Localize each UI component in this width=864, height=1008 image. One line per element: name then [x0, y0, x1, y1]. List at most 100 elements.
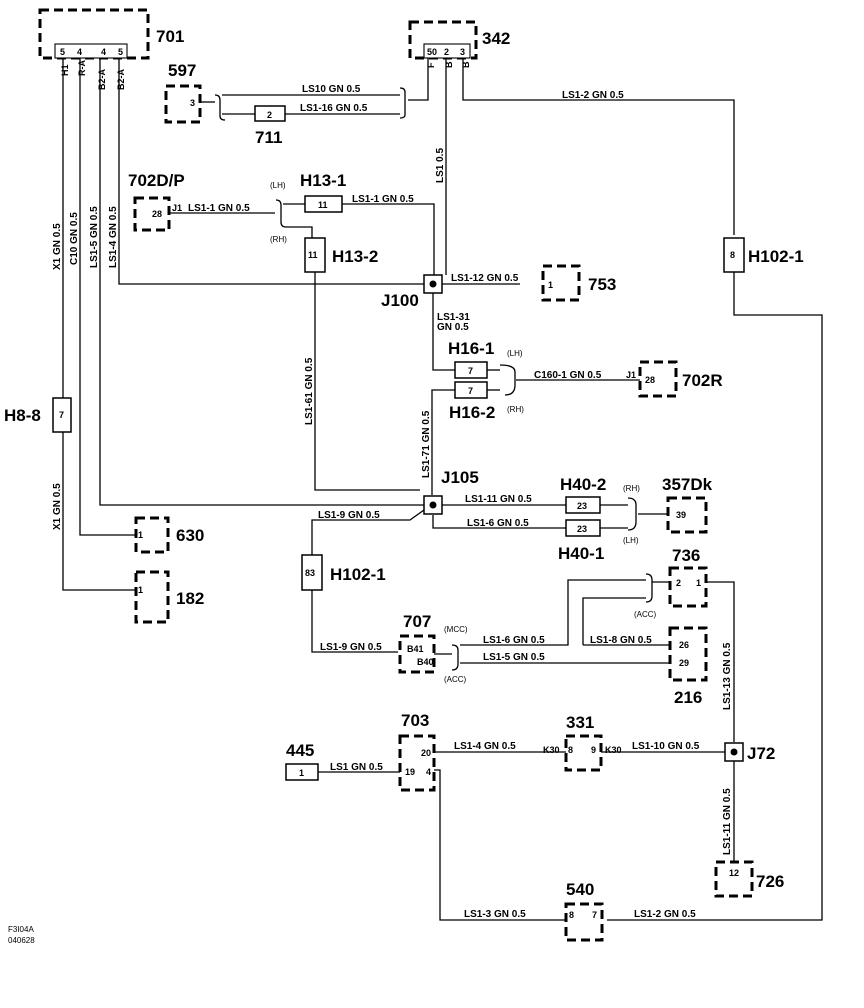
connector-h16-2-body — [454, 381, 488, 399]
connector-702dp-body — [133, 196, 171, 232]
pin-label: 1 — [299, 768, 304, 778]
pin-label: 4 — [426, 767, 431, 777]
wire-label: LS1-6 GN 0.5 — [467, 518, 529, 529]
wire-label: LS1-16 GN 0.5 — [300, 103, 368, 114]
wire-label: LS1-5 GN 0.5 — [483, 652, 545, 663]
terminal-label: B — [444, 61, 454, 68]
wire-ls1-1-right — [342, 203, 435, 275]
connector-label: 701 — [156, 27, 184, 46]
connector-label: H102-1 — [748, 247, 804, 266]
connector-label: 216 — [674, 688, 702, 707]
bracket-736 — [645, 573, 653, 603]
connector-597-body — [164, 84, 202, 124]
side-note: (LH) — [623, 536, 639, 545]
wire-label: LS1 GN 0.5 — [330, 762, 383, 773]
connector-label: 630 — [176, 526, 204, 545]
connector-703: 20 19 4 703 — [398, 711, 436, 792]
terminal-label: J1 — [626, 370, 636, 380]
wire-ls1-2-right — [607, 272, 823, 921]
connector-216: 26 29 216 — [668, 626, 708, 707]
wire-label: LS1-9 GN 0.5 — [320, 642, 382, 653]
bracket-342 — [399, 87, 406, 119]
bracket-h13 — [275, 199, 287, 228]
wire-label: LS1-10 GN 0.5 — [632, 741, 700, 752]
wire-ls1-5 — [99, 44, 424, 506]
connector-label: 703 — [401, 711, 429, 730]
connector-707: B41 B40 707 — [398, 612, 436, 674]
wire-label: LS1-12 GN 0.5 — [451, 273, 519, 284]
wire-label: LS1-61 GN 0.5 — [304, 357, 315, 425]
pin-label: 29 — [679, 658, 689, 668]
connector-702r: 28 J1 702R — [626, 360, 723, 398]
wire-label: LS1-31 — [437, 312, 470, 323]
side-note: (RH) — [623, 484, 640, 493]
connector-label: J100 — [381, 291, 419, 310]
wire-label: X1 GN 0.5 — [52, 223, 63, 270]
wire-label: LS1-2 GN 0.5 — [634, 909, 696, 920]
connector-h102-1-top-body — [723, 237, 745, 273]
wire-ls1-2-top — [462, 58, 735, 235]
wire-label: C160-1 GN 0.5 — [534, 370, 602, 381]
side-notes: (LH) (RH) (LH) (RH) (RH) (LH) (MCC) (ACC… — [270, 181, 657, 684]
terminal-label: K30 — [605, 745, 622, 755]
connector-label: J72 — [747, 744, 775, 763]
connector-h16-1: 7 H16-1 — [448, 339, 494, 379]
terminal-label: B2-A — [116, 68, 126, 90]
pin-label: 3 — [190, 98, 195, 108]
wire-label: LS1-6 GN 0.5 — [483, 635, 545, 646]
wire-ls1-9-bot — [311, 590, 398, 653]
junction-dot — [429, 501, 437, 509]
pin-label: B40 — [417, 657, 434, 667]
side-note: (LH) — [507, 349, 523, 358]
wire-342-f — [408, 58, 429, 101]
connector-label: 702D/P — [128, 171, 185, 190]
connector-h40-2: 23 H40-2 — [560, 475, 606, 514]
wire-label: LS1-5 GN 0.5 — [89, 206, 100, 268]
connector-707-body — [398, 634, 436, 674]
connector-label: 736 — [672, 546, 700, 565]
pin-label: 11 — [318, 200, 328, 210]
connector-label: 702R — [682, 371, 723, 390]
pin-label: 23 — [577, 524, 587, 534]
connector-h8-8-body — [52, 397, 72, 433]
pin-label: 4 — [101, 47, 106, 57]
connector-342-pinstrip — [423, 43, 471, 59]
pin-label: 1 — [548, 280, 553, 290]
connector-h13-1-body — [304, 195, 343, 213]
side-note: (LH) — [270, 181, 286, 190]
wire-ls1-71 — [431, 389, 455, 495]
connector-label: H16-1 — [448, 339, 494, 358]
wire-label: LS1-1 GN 0.5 — [352, 194, 414, 205]
connector-label: 753 — [588, 275, 616, 294]
junction-j105: J105 — [423, 468, 479, 515]
connector-label: H102-1 — [330, 565, 386, 584]
wires — [62, 44, 823, 921]
wire-ls1-9-top — [311, 509, 425, 555]
terminal-label: K30 — [543, 745, 560, 755]
connector-331: 8 9 K30 K30 331 — [543, 713, 622, 772]
connector-702dp: 28 702D/P J1 — [128, 171, 185, 232]
bracket-h16 — [499, 364, 516, 396]
connector-597: 3 597 — [164, 61, 202, 124]
wire-ls1-13 — [705, 581, 735, 742]
connector-701-pinstrip — [54, 43, 128, 59]
side-note: (ACC) — [444, 675, 467, 684]
pin-label: B41 — [407, 644, 424, 654]
wire-label: X1 GN 0.5 — [52, 483, 63, 530]
connector-753: 1 753 — [541, 264, 616, 302]
connector-label: 711 — [255, 128, 282, 147]
connector-h40-1: 23 H40-1 — [558, 519, 604, 563]
pin-label: 1 — [138, 530, 143, 540]
pin-label: 28 — [645, 375, 655, 385]
connector-label: 357Dk — [662, 475, 713, 494]
pin-label: 8 — [569, 910, 574, 920]
wire-label: LS1 0.5 — [435, 148, 446, 183]
junction-j72: J72 — [724, 742, 775, 763]
connector-label: 182 — [176, 589, 204, 608]
wire-ls1-6-j105 — [432, 515, 566, 529]
connector-h13-1: 11 H13-1 — [300, 171, 346, 213]
wire-ls1-8-up — [582, 597, 646, 645]
connector-753-body — [541, 264, 581, 302]
wire-label: LS1-2 GN 0.5 — [562, 90, 624, 101]
connector-182: 1 182 — [134, 570, 204, 624]
